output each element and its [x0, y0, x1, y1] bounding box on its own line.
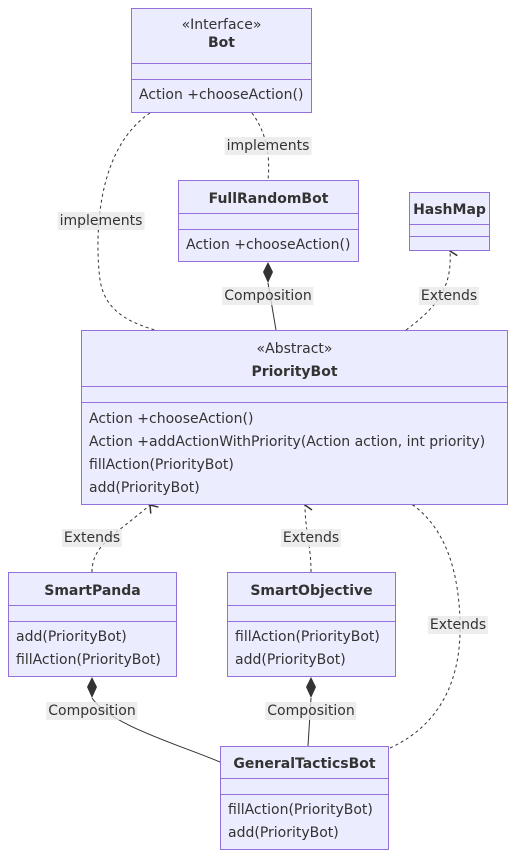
edge-implements-prioritybot — [97, 112, 156, 331]
edge-label-composition-smartobjective: Composition — [265, 702, 357, 720]
method: add(PriorityBot) — [16, 629, 127, 645]
method: fillAction(PriorityBot) — [16, 652, 161, 668]
attribute-divider — [221, 778, 388, 779]
method-divider — [410, 236, 489, 237]
class-name-prioritybot: PriorityBot — [251, 364, 338, 380]
class-bot[interactable]: «Interface» Bot Action +chooseAction() — [131, 8, 312, 113]
attribute-divider — [179, 213, 358, 214]
edge-label-extends-smartpanda: Extends — [61, 529, 123, 547]
stereotype-abstract: «Abstract» — [256, 341, 333, 357]
class-name-fullrandombot: FullRandomBot — [208, 191, 329, 207]
edge-label-implements-fullrandom: implements — [224, 137, 312, 155]
edge-label-implements-prioritybot: implements — [57, 212, 145, 230]
method: Action +chooseAction() — [89, 411, 254, 427]
method: Action +addActionWithPriority(Action act… — [89, 434, 486, 450]
class-name-smartobjective: SmartObjective — [250, 583, 373, 599]
attribute-divider — [132, 63, 311, 64]
stereotype-interface: «Interface» — [181, 17, 262, 33]
class-hashmap[interactable]: HashMap — [409, 192, 490, 251]
edge-label-composition-smartpanda: Composition — [46, 702, 138, 720]
edge-label-extends-smartobjective: Extends — [280, 529, 342, 547]
method-divider — [221, 794, 388, 795]
method: add(PriorityBot) — [228, 825, 339, 841]
method: add(PriorityBot) — [89, 480, 200, 496]
class-generaltacticsbot[interactable]: GeneralTacticsBot fillAction(PriorityBot… — [220, 746, 389, 850]
class-name-generaltacticsbot: GeneralTacticsBot — [233, 756, 376, 772]
edge-implements-fullrandom — [251, 112, 270, 181]
attribute-divider — [82, 386, 507, 387]
composition-diamond-smartpanda — [87, 677, 97, 698]
class-smartobjective[interactable]: SmartObjective fillAction(PriorityBot) a… — [227, 572, 396, 677]
attribute-divider — [9, 605, 176, 606]
method: add(PriorityBot) — [235, 652, 346, 668]
class-smartpanda[interactable]: SmartPanda add(PriorityBot) fillAction(P… — [8, 572, 177, 677]
method-divider — [179, 229, 358, 230]
class-name-bot: Bot — [208, 35, 235, 51]
method-divider — [132, 79, 311, 80]
composition-diamond-fullrandom — [263, 262, 273, 283]
class-prioritybot[interactable]: «Abstract» PriorityBot Action +chooseAct… — [81, 330, 508, 505]
edge-label-composition-fullrandom: Composition — [222, 287, 314, 305]
attribute-divider — [228, 605, 395, 606]
edge-label-extends-generaltactics: Extends — [427, 616, 489, 634]
method-divider — [228, 621, 395, 622]
edge-extends-smartobjective — [305, 505, 311, 573]
edge-label-extends-hashmap: Extends — [418, 287, 480, 305]
class-name-hashmap: HashMap — [413, 202, 486, 218]
composition-diamond-smartobjective — [306, 677, 316, 698]
attribute-divider — [410, 224, 489, 225]
method: fillAction(PriorityBot) — [89, 457, 234, 473]
method: Action +chooseAction() — [139, 87, 304, 103]
method: fillAction(PriorityBot) — [235, 629, 380, 645]
method: fillAction(PriorityBot) — [228, 802, 373, 818]
class-name-smartpanda: SmartPanda — [44, 583, 141, 599]
method-divider — [82, 402, 507, 403]
method-divider — [9, 621, 176, 622]
class-fullrandombot[interactable]: FullRandomBot Action +chooseAction() — [178, 180, 359, 262]
method: Action +chooseAction() — [186, 237, 351, 253]
